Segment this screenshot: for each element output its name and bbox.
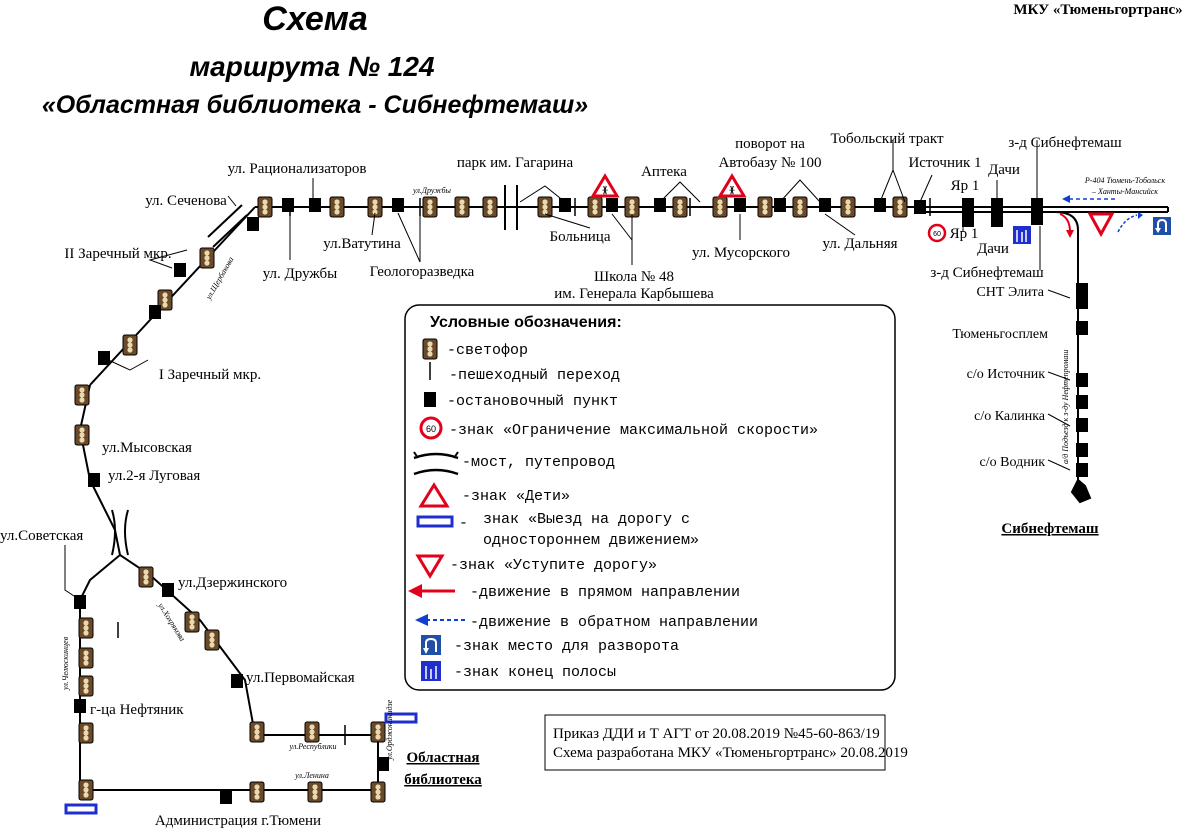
stop-label-yar-1-top: Яр 1 — [951, 178, 980, 194]
stop-label-vatutina: ул.Ватутина — [323, 236, 401, 252]
stop-label-apteka: Аптека — [641, 164, 687, 180]
order-line-2: Схема разработана МКУ «Тюменьгортранс» 2… — [553, 745, 908, 761]
stop-label-avtobaza-1: поворот на — [735, 136, 805, 152]
stop-label-avtobaza-2: Автобазу № 100 — [718, 155, 821, 171]
terminal-label-sibneftemash: Сибнефтемаш — [1001, 521, 1098, 537]
route-number: маршрута № 124 — [189, 51, 434, 82]
street-label-podezd-neftepromash: а/д Подъезд к з-ду Нефтепромаш — [1061, 350, 1070, 464]
stop-label-sovetskaya: ул.Советская — [0, 528, 83, 544]
legend-give-way-icon — [415, 554, 445, 579]
stop-label-snt-elita: СНТ Элита — [976, 285, 1044, 300]
stop-label-gagarin-park: парк им. Гагарина — [457, 155, 574, 171]
stop-label-sibneftemash-plant-bottom: з-д Сибнефтемаш — [930, 265, 1044, 281]
legend-item-u-turn: -знак место для разворота — [454, 638, 679, 655]
legend-item-crosswalk: -пешеходный переход — [449, 367, 620, 384]
terminal-label-oblast-library-2: библиотека — [404, 772, 482, 788]
stop-label-so-vodnik: с/о Водник — [980, 455, 1046, 470]
stop-label-tobolsky-trakt: Тобольский тракт — [830, 131, 944, 147]
legend-title: Условные обозначения: — [430, 314, 622, 331]
street-label-chelyuskintsev: ул.Челюскинцев — [61, 636, 70, 691]
stop-label-yar-1-bottom: Яр 1 — [950, 226, 979, 242]
legend-item-bridge: -мост, путепровод — [462, 454, 615, 471]
legend-one-way-icon — [416, 515, 454, 528]
stop-label-neftyanik-hotel: г-ца Нефтяник — [90, 702, 184, 718]
legend-children-icon — [418, 482, 450, 508]
stop-label-pervomayskaya: ул.Первомайская — [246, 670, 355, 686]
stop-label-geologorazvedka: Геологоразведка — [370, 264, 475, 280]
stop-label-dachi-top: Дачи — [988, 162, 1020, 178]
u-turn-sign-map — [1153, 217, 1171, 235]
stop-label-so-kalinka: с/о Калинка — [974, 409, 1046, 424]
label-leaders — [64, 140, 1071, 601]
legend: Условные обозначения: -светофор -пешеход… — [404, 304, 896, 691]
legend-item-lane-end: -знак конец полосы — [454, 664, 616, 681]
stop-label-tyumengosplem: Тюменьгосплем — [952, 327, 1048, 342]
svg-text:ᚕ: ᚕ — [729, 185, 736, 196]
stop-label-lugovaya-2: ул.2-я Луговая — [108, 468, 200, 484]
stop-label-bolnitsa: Больница — [550, 229, 611, 245]
stop-label-sibneftemash-plant-top: з-д Сибнефтемаш — [1008, 135, 1122, 151]
street-label-r404-1: Р-404 Тюмень-Тобольск — [1084, 176, 1165, 185]
legend-item-one-way-1: знак «Выезд на дорогу с — [483, 511, 690, 528]
stop-label-zarechny-1: I Заречный мкр. — [159, 367, 261, 383]
legend-traffic-light-icon — [422, 338, 438, 360]
street-label-druzhby: ул.Дружбы — [412, 186, 452, 195]
organization-name: МКУ «Тюменьгортранс» — [1013, 2, 1182, 18]
stop-label-school-48: Школа № 48 — [594, 269, 674, 285]
speed-limit-sign-map: 60 — [927, 223, 947, 243]
order-box: Приказ ДДИ и Т АГТ от 20.08.2019 №45-60-… — [544, 714, 908, 771]
street-label-hohryakova: ул.Хохрякова — [156, 600, 187, 642]
one-way-signs-map — [64, 712, 418, 815]
svg-text:60: 60 — [933, 231, 941, 238]
bridge-markers — [111, 185, 518, 556]
order-line-1: Приказ ДДИ и Т АГТ от 20.08.2019 №45-60-… — [553, 726, 880, 742]
legend-item-one-way-2: одностороннем движением» — [483, 532, 699, 549]
legend-item-traffic-light: -светофор — [447, 342, 528, 359]
stop-label-ratsionalizatorov: ул. Рационализаторов — [228, 161, 367, 177]
legend-item-children: -знак «Дети» — [462, 488, 570, 505]
lane-end-sign-map — [1013, 226, 1031, 244]
street-label-r404-2: – Ханты-Мансийск — [1091, 187, 1158, 196]
svg-text:-: - — [459, 515, 468, 532]
stop-label-dachi-bottom: Дачи — [977, 241, 1009, 257]
legend-item-stop: -остановочный пункт — [447, 393, 618, 410]
children-signs: ᚕ ᚕ — [590, 173, 747, 198]
stop-labels: ул. Рационализаторов ул. Сеченова II Зар… — [0, 131, 1122, 829]
scheme-title: Схема — [262, 0, 368, 38]
legend-frame — [404, 304, 896, 691]
terminal-label-oblast-library-1: Областная — [407, 750, 480, 766]
stop-label-druzhby: ул. Дружбы — [263, 266, 338, 282]
street-label-lenina: ул.Ленина — [294, 771, 329, 780]
svg-text:ᚕ: ᚕ — [602, 185, 609, 196]
street-label-ordzhonikidze: ул.Орджоникидзе — [385, 699, 394, 761]
route-name: «Областная библиотека - Сибнефтемаш» — [42, 91, 588, 119]
stop-label-dalnyaya: ул. Дальняя — [823, 236, 898, 252]
legend-item-reverse: -движение в обратном направлении — [470, 614, 758, 631]
crosswalk-marks — [117, 198, 931, 745]
stop-label-musorskogo: ул. Мусорского — [692, 245, 790, 261]
street-label-respubliki: ул.Республики — [288, 742, 336, 751]
stop-label-sechenova: ул. Сеченова — [145, 193, 227, 209]
svg-text:60: 60 — [426, 424, 436, 434]
stop-label-mysovskaya: ул.Мысовская — [102, 440, 192, 456]
stop-label-zarechny-2: II Заречный мкр. — [64, 246, 171, 262]
stop-label-administration: Администрация г.Тюмени — [155, 813, 321, 829]
legend-item-forward: -движение в прямом направлении — [470, 584, 740, 601]
direction-markers-map — [1059, 195, 1143, 238]
legend-item-speed-limit: -знак «Ограничение максимальной скорости… — [449, 422, 818, 439]
legend-speed-limit-icon — [419, 416, 443, 440]
stop-label-istochnik-1: Источник 1 — [908, 155, 981, 171]
legend-item-give-way: -знак «Уступите дорогу» — [450, 557, 657, 574]
stop-label-karbyshev: им. Генерала Карбышева — [554, 286, 714, 302]
legend-stop-icon — [424, 392, 436, 407]
stop-label-so-istochnik: с/о Источник — [967, 367, 1046, 382]
stop-label-dzerzhinskogo: ул.Дзержинского — [178, 575, 287, 591]
